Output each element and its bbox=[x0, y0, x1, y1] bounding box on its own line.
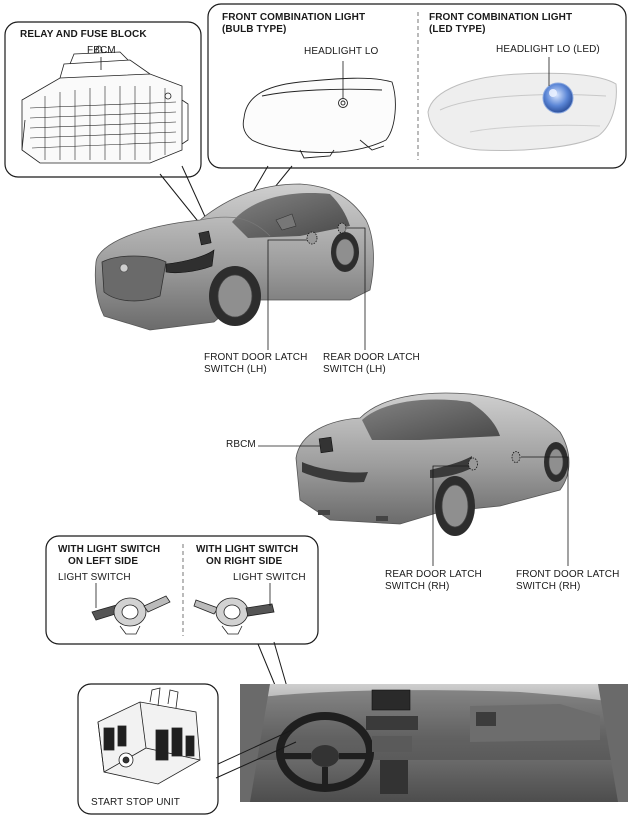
bulb-type-title-line2: (BULB TYPE) bbox=[222, 24, 287, 35]
rear-car-leader-lines bbox=[258, 445, 569, 566]
front-door-latch-rh-line1: FRONT DOOR LATCH bbox=[516, 569, 620, 580]
relay-fuse-block-title: RELAY AND FUSE BLOCK bbox=[20, 29, 147, 40]
start-stop-panel bbox=[77, 683, 297, 815]
front-car-leader-lines bbox=[267, 227, 366, 350]
right-light-switch-label: LIGHT SWITCH bbox=[233, 572, 306, 583]
front-door-latch-rh-line2: SWITCH (RH) bbox=[516, 581, 581, 592]
front-door-latch-lh-line2: SWITCH (LH) bbox=[204, 364, 267, 375]
rear-door-latch-lh-line2: SWITCH (LH) bbox=[323, 364, 386, 375]
rear-car-illustration bbox=[295, 392, 570, 536]
led-type-title-line2: (LED TYPE) bbox=[429, 24, 486, 35]
left-combination-switch-illustration bbox=[91, 595, 171, 635]
start-stop-unit-illustration bbox=[97, 687, 201, 785]
headlight-lo-label: HEADLIGHT LO bbox=[304, 46, 379, 57]
front-door-latch-lh-line1: FRONT DOOR LATCH bbox=[204, 352, 308, 363]
start-stop-unit-label: START STOP UNIT bbox=[91, 797, 180, 808]
headlight-lo-led-label: HEADLIGHT LO (LED) bbox=[496, 44, 600, 55]
light-switch-panel bbox=[45, 535, 319, 645]
start-stop-callout-line bbox=[217, 729, 293, 765]
front-car-illustration bbox=[94, 183, 374, 331]
right-combination-switch-illustration bbox=[193, 597, 275, 635]
start-stop-callout-line-2 bbox=[215, 741, 297, 779]
fbcm-label: FBCM bbox=[87, 45, 116, 56]
rear-door-latch-rh-line1: REAR DOOR LATCH bbox=[385, 569, 482, 580]
bulb-headlight-illustration bbox=[242, 77, 396, 159]
left-side-title-line1: WITH LIGHT SWITCH bbox=[58, 544, 161, 555]
bulb-type-title-line1: FRONT COMBINATION LIGHT bbox=[222, 12, 366, 23]
headlight-panel bbox=[207, 3, 627, 169]
rbcm-label: RBCM bbox=[226, 439, 256, 450]
rear-door-latch-rh-line2: SWITCH (RH) bbox=[385, 581, 450, 592]
dashboard-illustration bbox=[240, 684, 628, 802]
right-side-title-line2: ON RIGHT SIDE bbox=[206, 556, 283, 567]
left-side-title-line2: ON LEFT SIDE bbox=[68, 556, 139, 567]
led-type-title-line1: FRONT COMBINATION LIGHT bbox=[429, 12, 573, 23]
left-light-switch-label: LIGHT SWITCH bbox=[58, 572, 131, 583]
rear-door-latch-lh-line1: REAR DOOR LATCH bbox=[323, 352, 420, 363]
fuse-block-illustration bbox=[21, 45, 189, 164]
relay-fuse-block-panel bbox=[4, 21, 202, 178]
led-headlight-illustration bbox=[427, 72, 617, 151]
right-side-title-line1: WITH LIGHT SWITCH bbox=[196, 544, 299, 555]
